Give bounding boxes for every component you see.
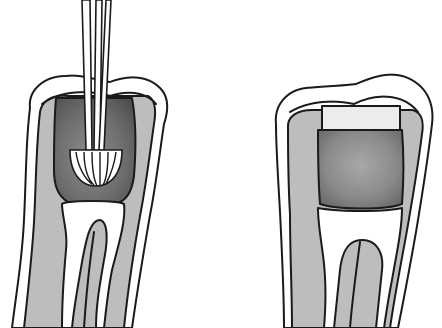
right-restoration <box>322 106 400 130</box>
right-tooth <box>276 75 433 328</box>
right-chamber-filling <box>318 130 404 209</box>
